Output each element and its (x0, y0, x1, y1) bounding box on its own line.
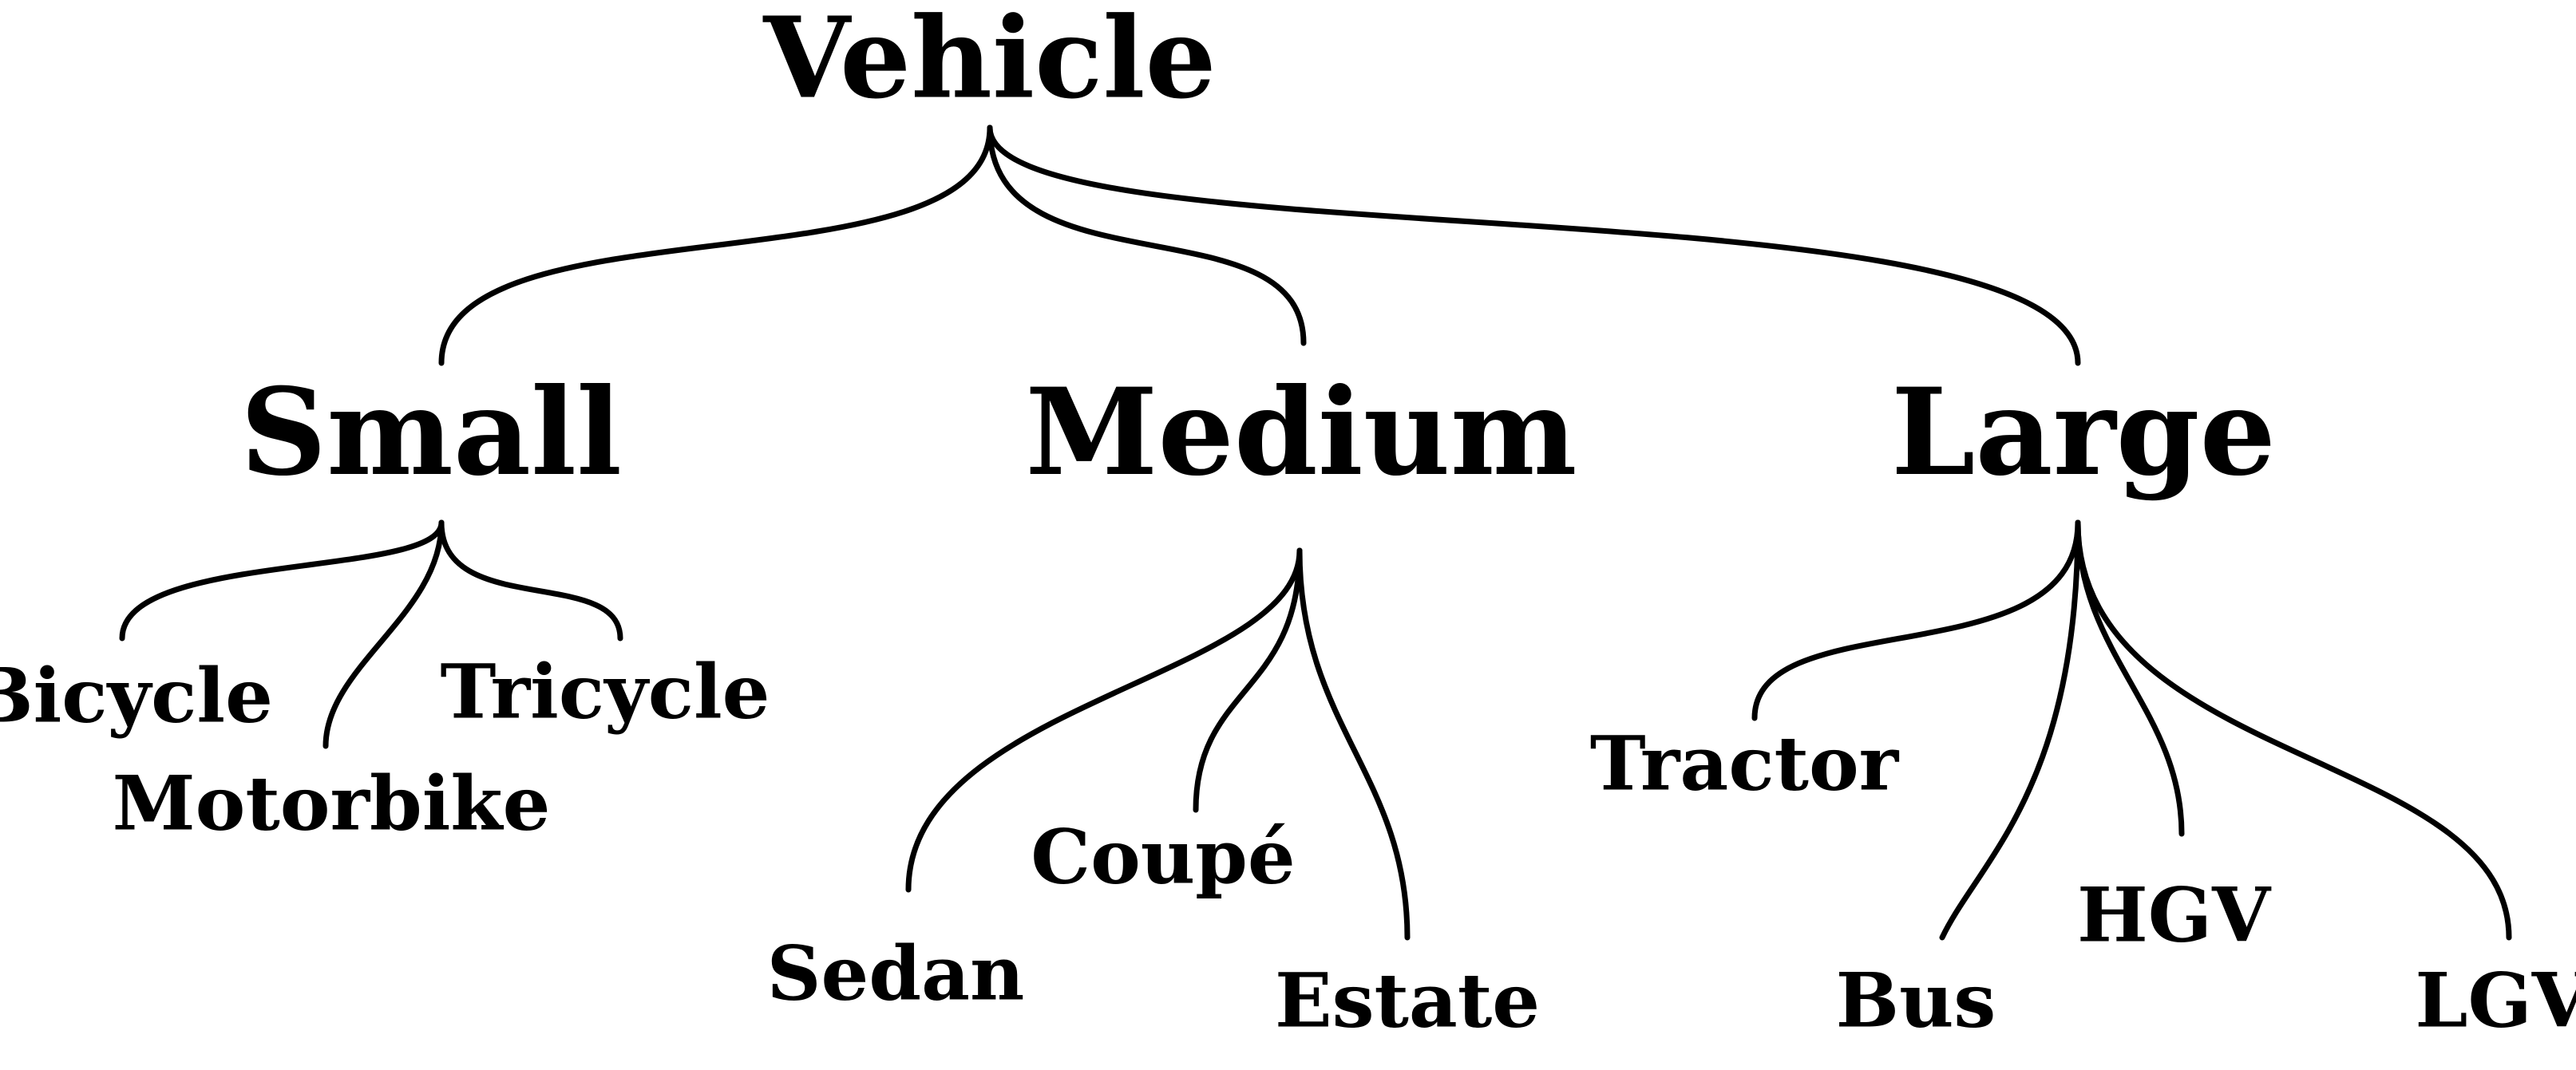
node-hgv: HGV (2077, 871, 2272, 959)
connector-small-motorbike (322, 519, 445, 749)
node-small: Small (240, 362, 622, 503)
node-estate: Estate (1275, 957, 1540, 1044)
connector-small-tricycle (438, 519, 623, 642)
node-medium: Medium (1025, 362, 1577, 503)
connector-medium-estate (1296, 547, 1411, 941)
connector-large-lgv (2075, 519, 2512, 941)
connector-medium-coupe (1193, 547, 1303, 813)
node-lgv: LGV (2415, 957, 2576, 1044)
connector-medium-sedan (905, 547, 1303, 893)
large-connectors (1751, 519, 2512, 941)
connector-large-bus (1939, 519, 2081, 941)
node-bicycle: Bicycle (0, 652, 273, 740)
node-motorbike: Motorbike (113, 760, 551, 847)
connector-vehicle-small (438, 124, 993, 366)
node-tricycle: Tricycle (441, 648, 770, 736)
node-sedan: Sedan (767, 930, 1025, 1017)
connector-large-tractor (1751, 519, 2081, 721)
node-bus: Bus (1836, 957, 1996, 1044)
connector-vehicle-large (987, 124, 2081, 366)
node-coupe: Coupé (1031, 813, 1295, 901)
node-tractor: Tractor (1590, 720, 1900, 807)
connector-small-bicycle (119, 519, 445, 642)
node-large: Large (1891, 362, 2276, 503)
node-vehicle: Vehicle (762, 0, 1216, 124)
root-connectors (438, 124, 2081, 366)
connector-vehicle-medium (987, 124, 1307, 346)
medium-connectors (905, 547, 1411, 941)
small-connectors (119, 519, 623, 749)
